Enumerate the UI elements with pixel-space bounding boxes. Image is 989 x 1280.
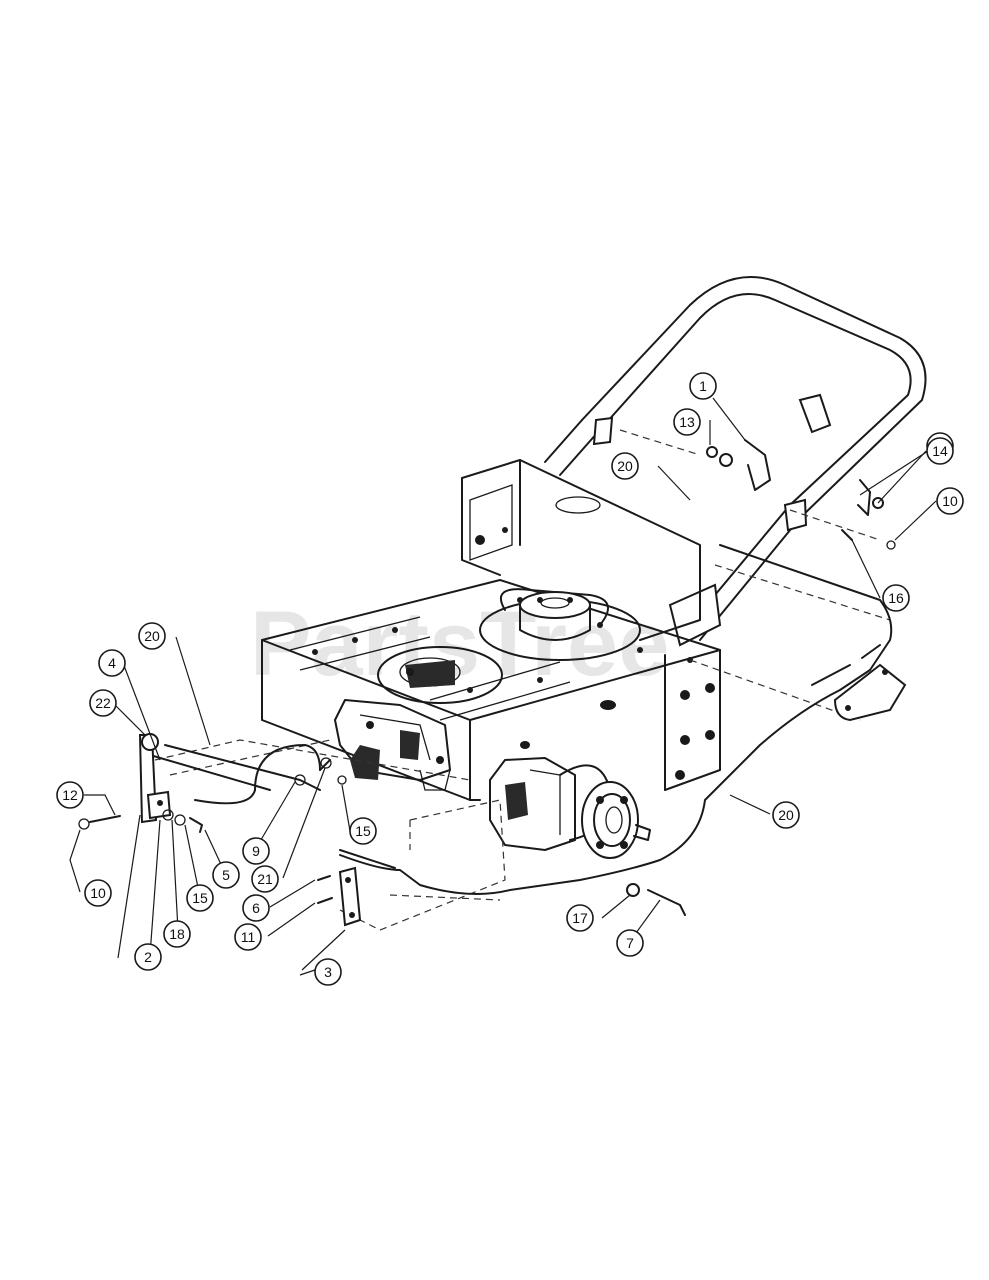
callout-4[interactable]: 4 — [98, 649, 126, 677]
callout-18[interactable]: 18 — [163, 920, 191, 948]
callout-15[interactable]: 15 — [186, 884, 214, 912]
callout-9[interactable]: 9 — [242, 837, 270, 865]
callout-20[interactable]: 20 — [772, 801, 800, 829]
right-transmission — [489, 757, 651, 859]
svg-text:11: 11 — [241, 929, 256, 945]
engine-shroud — [461, 459, 701, 641]
left-bracket — [138, 733, 203, 833]
svg-text:7: 7 — [626, 935, 634, 951]
svg-text:10: 10 — [942, 493, 958, 509]
svg-text:12: 12 — [62, 787, 78, 803]
engine-cutout — [377, 646, 503, 704]
control-lever — [744, 439, 871, 516]
callout-14[interactable]: 14 — [926, 437, 954, 465]
handle-bar — [544, 276, 927, 647]
left-transmission — [334, 699, 451, 791]
callout-3[interactable]: 3 — [314, 958, 342, 986]
callout-6[interactable]: 6 — [242, 894, 270, 922]
svg-text:2: 2 — [144, 949, 152, 965]
callout-17[interactable]: 17 — [566, 904, 594, 932]
callout-10[interactable]: 10 — [936, 487, 964, 515]
svg-text:6: 6 — [252, 900, 260, 916]
svg-text:20: 20 — [144, 628, 160, 644]
callout-22[interactable]: 22 — [89, 689, 117, 717]
svg-text:21: 21 — [257, 871, 273, 887]
callout-21[interactable]: 21 — [251, 865, 279, 893]
svg-text:15: 15 — [355, 823, 371, 839]
callout-13[interactable]: 13 — [673, 408, 701, 436]
svg-text:15: 15 — [192, 890, 208, 906]
pulley-assembly — [479, 588, 641, 661]
callout-11[interactable]: 11 — [234, 923, 262, 951]
svg-text:20: 20 — [778, 807, 794, 823]
watermark: PartsTree — [250, 593, 669, 695]
svg-text:9: 9 — [252, 843, 260, 859]
callout-15[interactable]: 15 — [349, 817, 377, 845]
svg-text:5: 5 — [222, 867, 230, 883]
control-cable — [149, 544, 893, 895]
callout-5[interactable]: 5 — [212, 861, 240, 889]
callout-7[interactable]: 7 — [616, 929, 644, 957]
svg-text:14: 14 — [932, 443, 948, 459]
svg-text:16: 16 — [888, 590, 904, 606]
callout-2[interactable]: 2 — [134, 943, 162, 971]
svg-text:1: 1 — [699, 378, 707, 394]
svg-text:17: 17 — [572, 910, 588, 926]
svg-text:20: 20 — [617, 458, 633, 474]
callout-16[interactable]: 16 — [882, 584, 910, 612]
callout-10[interactable]: 10 — [84, 879, 112, 907]
hardware — [78, 446, 896, 927]
callout-1[interactable]: 1 — [689, 372, 717, 400]
svg-text:10: 10 — [90, 885, 106, 901]
callout-12[interactable]: 12 — [56, 781, 84, 809]
svg-text:3: 3 — [324, 964, 332, 980]
svg-text:18: 18 — [169, 926, 185, 942]
callout-20[interactable]: 20 — [611, 452, 639, 480]
svg-text:13: 13 — [679, 414, 695, 430]
callout-20[interactable]: 20 — [138, 622, 166, 650]
svg-text:22: 22 — [95, 695, 111, 711]
right-bracket — [833, 663, 907, 722]
svg-text:4: 4 — [108, 655, 116, 671]
